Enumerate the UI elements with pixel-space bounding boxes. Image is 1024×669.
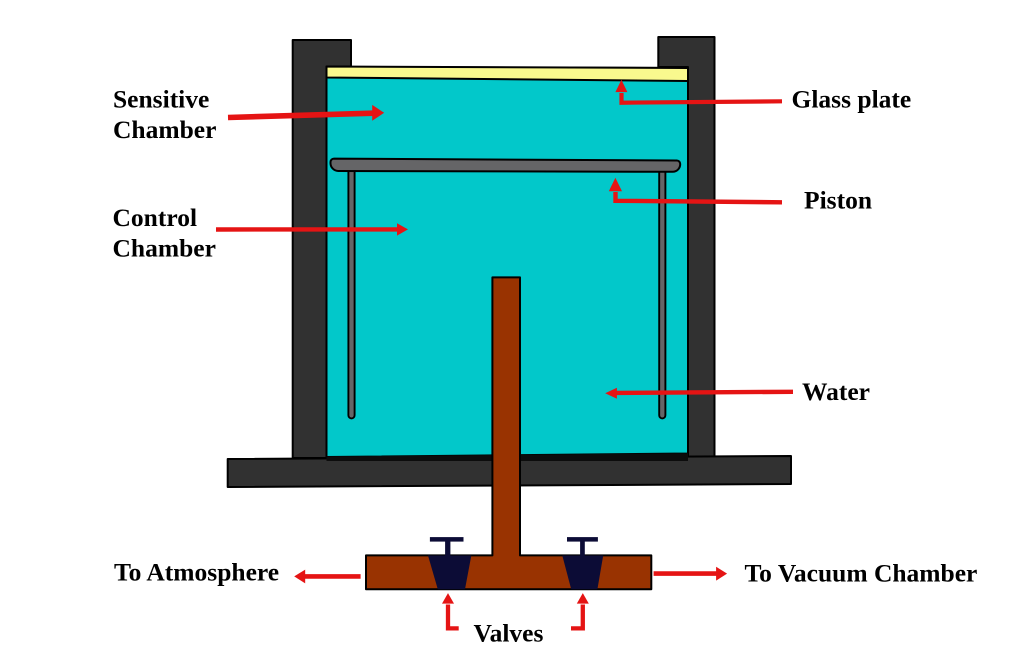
svg-text:Water: Water [802, 377, 870, 406]
svg-text:To Vacuum Chamber: To Vacuum Chamber [745, 559, 978, 588]
svg-text:To Atmosphere: To Atmosphere [114, 557, 279, 586]
svg-text:Chamber: Chamber [113, 115, 216, 144]
svg-text:Valves: Valves [474, 618, 544, 647]
svg-text:Control: Control [113, 203, 198, 232]
svg-text:Sensitive: Sensitive [113, 85, 209, 114]
svg-text:Chamber: Chamber [113, 234, 216, 263]
svg-text:Glass plate: Glass plate [792, 85, 912, 114]
svg-text:Piston: Piston [804, 185, 872, 214]
